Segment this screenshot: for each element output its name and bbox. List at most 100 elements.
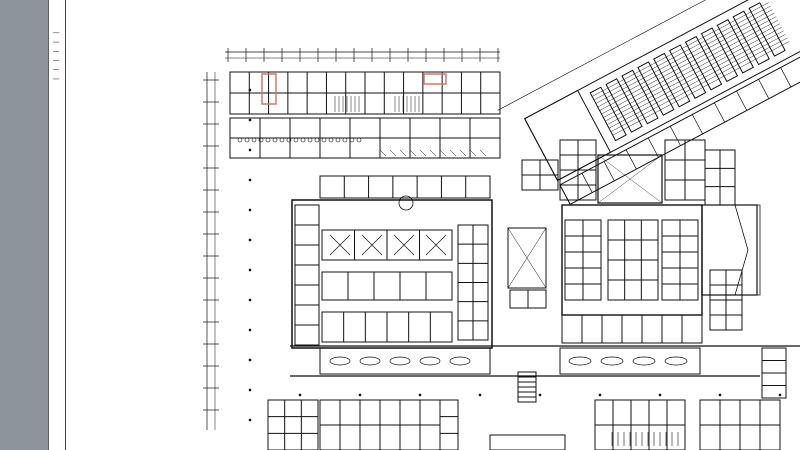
grid-marker [248,268,252,272]
central-block-side-rooms [294,204,320,346]
table-symbol [300,137,306,143]
stair-tread [399,149,407,157]
grid-marker [538,393,542,397]
seating-cluster [389,356,411,366]
seating-cluster [568,356,592,366]
seating-cluster [359,356,381,366]
wing-wall [581,172,593,193]
seating-row [597,12,775,108]
auditorium-seating-block [669,44,707,99]
table-symbol [356,137,362,143]
seating-row [601,19,779,115]
wing-wall [647,137,659,158]
title-block-border-line [65,0,66,450]
highlighted-room [261,73,277,105]
stair-tread [449,149,457,157]
equipment-symbol [361,234,383,256]
grid-marker [248,358,252,362]
table-symbol [272,137,278,143]
auditorium-seating-block [684,35,723,91]
table-symbol [349,137,355,143]
drawing-canvas[interactable] [70,0,800,450]
wing-wall [736,90,748,111]
wing-wall [714,102,726,123]
seating-row [605,27,782,122]
stair-tread [479,149,487,157]
wing-wall [625,149,637,170]
seating-row [593,5,771,101]
right-block-hall [597,154,663,204]
table-symbol [335,137,341,143]
stair-tread [409,149,417,157]
stair-tread [389,149,397,157]
right-block-entrance [701,204,758,296]
atrium-void [507,227,547,289]
seating-row [592,2,769,97]
grid-marker [248,208,252,212]
table-symbol [293,137,299,143]
stair-tread [439,149,447,157]
auditorium-seating-block [748,2,786,57]
wing-wall [758,79,770,99]
grid-marker [248,148,252,152]
seating-cluster [600,356,624,366]
wing-wall [692,114,703,135]
seating-row [608,34,786,129]
grid-marker [248,298,252,302]
lower-block-rooms [439,399,459,450]
seating-row [610,37,788,132]
wing-wall [603,161,615,182]
table-symbol [251,137,257,143]
grid-marker [248,388,252,392]
auditorium-seating-block [716,18,754,74]
table-symbol [237,137,243,143]
grid-marker [248,88,252,92]
grid-marker [418,393,422,397]
seating-row [595,9,773,104]
angled-wing [497,0,800,205]
auditorium-seating-block [653,52,691,108]
wing-room [523,89,612,182]
table-symbol [307,137,313,143]
table-symbol [286,137,292,143]
seating-cluster [329,356,351,366]
seating-row [612,41,790,136]
equipment-symbol [393,234,415,256]
stair-tread [379,149,387,157]
grid-marker [718,393,722,397]
highlighted-room [423,73,447,85]
grid-marker [778,393,782,397]
roof-diagonal [597,154,663,204]
wing-wall [780,67,792,88]
seating-row [607,30,784,125]
grid-marker [478,393,482,397]
wing-dimension-line [497,0,790,111]
corridor-waiting-area [559,347,701,375]
auditorium-seating-block [637,61,675,116]
seating-cluster [419,356,441,366]
lower-block-rooms [267,399,319,450]
floor-plan-drawing [203,0,800,450]
grid-marker [248,418,252,422]
grid-marker [598,393,602,397]
grid-marker [658,393,662,397]
table-symbol [244,137,250,143]
auditorium-seating-block [605,78,643,133]
equipment-symbol [329,234,351,256]
grid-marker [358,393,362,397]
corridor-waiting-area [319,347,491,375]
auditorium-seating-block [732,10,770,66]
fixture-symbol [398,195,414,211]
seating-cluster [664,356,688,366]
wing-wall [559,184,571,205]
grid-marker [248,118,252,122]
wing-wall [669,126,681,146]
lower-entrance [489,434,566,450]
sheet-title-block-strip: | | | | | | [48,0,70,450]
table-symbol [314,137,320,143]
central-block-top-rooms [319,175,491,199]
stair-tread [419,149,427,157]
auditorium-seating-block [589,86,627,142]
seating-row [599,16,777,111]
title-block-text: | | | | | | [53,30,60,81]
